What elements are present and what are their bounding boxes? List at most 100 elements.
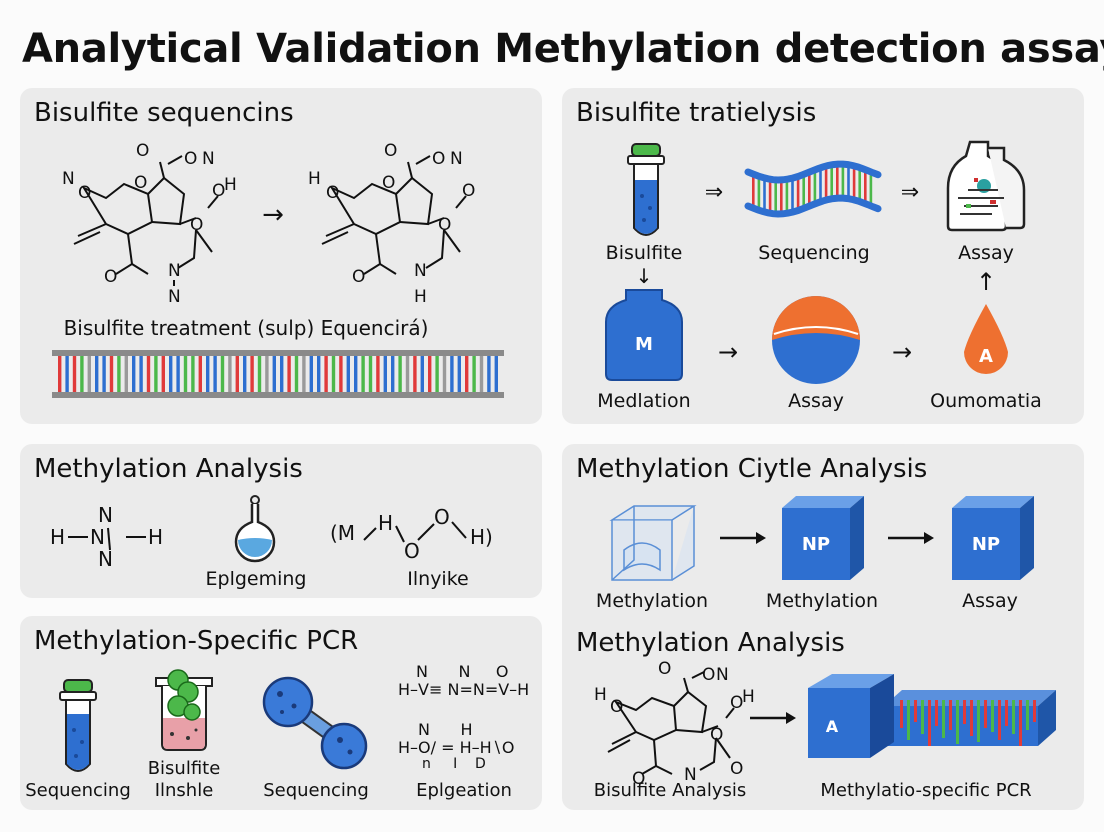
dna-base-pair: [198, 356, 202, 392]
arrow-right: [888, 532, 934, 544]
label-bisulfite-analysis: Bisulfite Analysis: [593, 780, 747, 801]
dna-base-pair: [220, 356, 225, 392]
reaction-arrow: →: [262, 200, 284, 230]
dna-base-pair: [191, 356, 195, 392]
left-molecule-diagram: N O O O O N O H O O N N: [62, 141, 237, 307]
panel-title: Methylation Ciytle Analysis: [576, 454, 928, 484]
drop-icon: A: [964, 304, 1008, 374]
dna-base-pair: [257, 356, 262, 392]
gel-band: [942, 700, 945, 738]
label-msp: Methylatio-specific PCR: [820, 780, 1032, 801]
dna-base-pair: [294, 356, 299, 392]
ribbon-strand-top: [744, 160, 882, 184]
label-inshle: Ilnshle: [154, 780, 214, 801]
dna-base-pair: [109, 356, 114, 392]
dna-base-pair: [250, 356, 254, 392]
label-oumomatia: Oumomatia: [930, 390, 1042, 412]
gel-band: [984, 700, 987, 728]
atom: O: [184, 149, 197, 169]
ribbon-base: [774, 179, 777, 214]
dna-base-pair: [117, 356, 121, 392]
ribbon-base: [763, 176, 766, 211]
atom: N: [168, 287, 181, 307]
atom: O: [462, 181, 475, 201]
treatment-caption: Bisulfite treatment (sulp) Equencirá): [63, 316, 429, 340]
assay-sphere-icon: [772, 296, 860, 384]
dna-base-pair: [361, 356, 365, 392]
label-epigeation: Eplgeation: [416, 780, 512, 801]
atom: N: [202, 149, 215, 169]
hnnh-formula: N H N N H: [50, 503, 163, 571]
svg-text:H: H: [50, 525, 65, 549]
dna-base-pair: [72, 356, 77, 392]
gel-band: [1012, 700, 1015, 734]
svg-text:H: H: [378, 511, 393, 535]
dna-base-pair: [413, 356, 417, 392]
dna-base-pair: [339, 356, 343, 392]
sequencing-ribbon: [744, 160, 882, 218]
atom: O: [104, 267, 117, 287]
dna-base-pair: [206, 356, 210, 392]
flask-icon: [234, 495, 276, 563]
dna-base-pair: [472, 356, 476, 392]
panel-msp: Methylation-Specific PCR Sequencing Bisu…: [20, 616, 542, 810]
gel-band: [956, 700, 959, 744]
gel-band: [970, 700, 973, 736]
panel-title: Methylation Analysis: [34, 454, 303, 484]
gel-band: [977, 700, 980, 742]
dna-base-pair: [80, 356, 84, 392]
ribbon-base: [819, 169, 822, 204]
np-cube-icon: NP: [952, 496, 1034, 580]
dna-base-pair: [228, 356, 232, 392]
atom: H: [594, 685, 607, 705]
panel-cycle-analysis: Methylation Ciytle Analysis Methylation …: [562, 444, 1084, 810]
assay-bottle-icon: [946, 140, 1026, 232]
atom: H: [224, 175, 237, 195]
svg-text:H: H: [148, 525, 163, 549]
dna-backbone-top: [52, 350, 504, 356]
bisulfite-container-icon: [155, 669, 213, 751]
arrow-down: ↓: [635, 264, 653, 288]
ribbon-base: [791, 179, 794, 214]
methylation-jar-icon: M: [605, 289, 683, 381]
label-sequencing-1: Sequencing: [25, 780, 131, 801]
np-cube-icon: NP: [782, 496, 864, 580]
gel-band: [928, 700, 931, 746]
atom: N: [414, 261, 427, 281]
arrow-right: [750, 712, 796, 724]
dna-base-pair: [391, 356, 395, 392]
gel-band: [1033, 700, 1036, 722]
gel-band: [921, 700, 924, 734]
label-bisulfite: Bisulfite: [147, 758, 221, 779]
atom: O: [382, 173, 395, 193]
page-title: Analytical Validation Methylation detect…: [22, 26, 1104, 72]
svg-text:O: O: [404, 539, 420, 563]
ribbon-base: [830, 165, 833, 200]
atom: O: [730, 693, 743, 713]
gel-band: [900, 700, 903, 728]
dna-base-pair: [435, 356, 439, 392]
ribbon-base: [802, 176, 805, 211]
dna-base-pair: [398, 356, 402, 392]
atom: H: [308, 169, 321, 189]
atom: O: [432, 149, 445, 169]
ribbon-strand-bottom: [744, 194, 882, 218]
dna-base-pair: [102, 356, 106, 392]
dna-base-pair: [442, 356, 447, 392]
atom: N: [716, 665, 729, 685]
ribbon-base: [841, 164, 845, 199]
ribbon-base: [796, 178, 800, 213]
dna-base-pair: [87, 356, 91, 392]
cube-label: NP: [802, 534, 830, 555]
gel-band: [1019, 700, 1022, 746]
dna-base-pair: [235, 356, 239, 392]
dna-backbone-bottom: [52, 392, 504, 398]
arrow-double: ⇒: [900, 180, 920, 205]
atom: O: [352, 267, 365, 287]
atom: O: [78, 183, 91, 203]
label-methylation-2: Methylation: [765, 590, 879, 612]
label-epigeming: Eplgeming: [205, 568, 307, 590]
dna-base-pair: [376, 356, 380, 392]
dna-base-pair: [280, 356, 284, 392]
atom: O: [136, 141, 149, 161]
